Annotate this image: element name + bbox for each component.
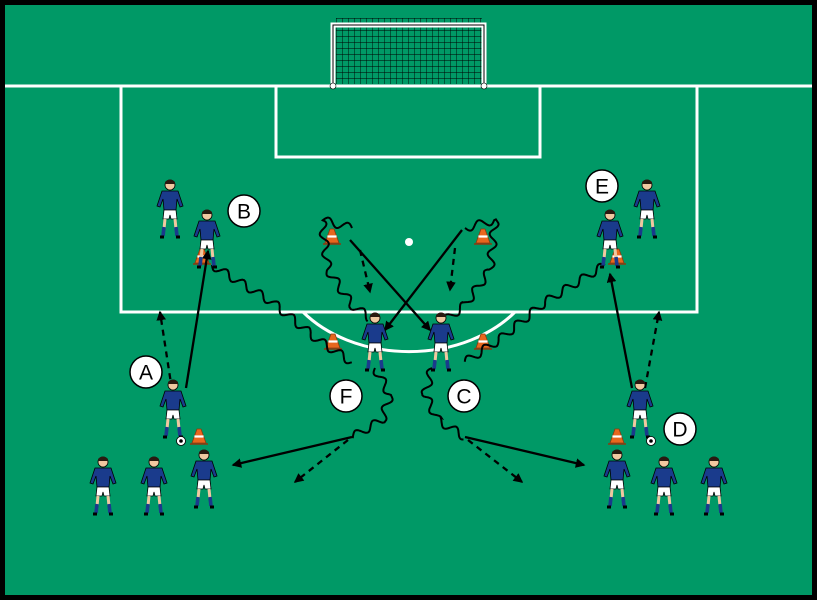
svg-text:D: D [672,419,687,442]
dribble-path [318,216,369,323]
penalty-box [119,86,699,314]
svg-text:A: A [139,362,153,385]
pitch-lines [5,84,812,354]
goal-area [274,86,542,159]
run-arrow [467,439,524,483]
penalty-arc [301,310,517,354]
dribble-path [463,262,606,362]
ball [646,436,656,446]
pass-arrow [184,249,212,389]
run-arrow [446,247,457,292]
run-arrow [358,249,373,294]
dribble-path [420,367,464,441]
pass-arrow [464,435,586,468]
label-badges: A B C D E F [129,169,697,446]
run-arrow [293,439,349,483]
svg-text:E: E [595,176,609,199]
pass-and-run-arrows [156,229,663,483]
label-a: A [129,355,163,389]
ball [176,436,186,446]
svg-text:C: C [456,386,471,409]
dribble-paths [211,216,606,441]
run-arrow [156,310,174,391]
dribble-path [211,264,353,365]
svg-text:F: F [340,386,353,409]
label-d: D [663,412,697,446]
run-arrow [643,310,663,389]
dribble-path [445,218,500,317]
goal [329,18,488,90]
label-b: B [227,194,261,228]
label-e: E [585,169,619,203]
penalty-spot [405,238,413,246]
dribble-path [351,367,394,439]
pass-arrow [384,229,463,332]
pass-arrow [606,272,634,389]
pass-arrow [231,435,353,468]
pass-arrow [349,239,431,332]
svg-text:B: B [237,201,251,224]
label-f: F [329,379,363,413]
label-c: C [447,379,481,413]
